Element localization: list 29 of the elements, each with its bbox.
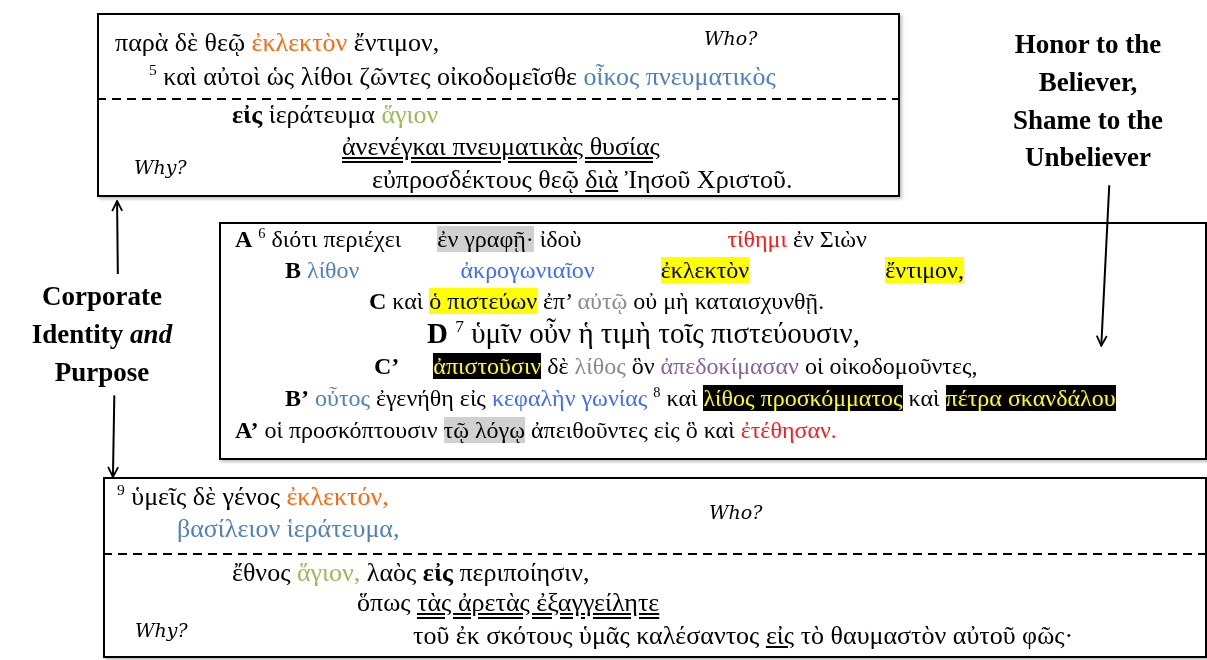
theme-heading: Honor to the Believer, Shame to the Unbeliever [1012,28,1164,175]
chiasm-line: B λίθον ἀκρογωνιαῖον ἐκλεκτὸν ἔντιμον, [285,256,964,285]
chiasm-panel [219,222,1207,460]
verse-line: τοῦ ἐκ σκότους ὑμᾶς καλέσαντος εἰς τὸ θαυμαστὸν αὐτοῦ φῶς· [413,620,1074,652]
verse-line: ἀνενέγκαι πνευματικὰς θυσίας [342,131,660,163]
question-label: Why? [134,156,187,179]
passage-panel [103,477,1207,658]
question-label: Why? [135,619,188,642]
chiasm-line: B’ οὗτος ἐγενήθη εἰς κεφαλὴν γωνίας $^{8}$ καὶ λίθος προσκόμματος καὶ πέτρα σκανδάλου [285,384,1116,413]
verse-line: παρὰ δὲ θεῷ ἐκλεκτὸν ἔντιμον, [115,27,440,59]
chiasm-line: A $^{6}$ διότι περιέχει ἐν γραφῇ· ἰδοὺ τίθημι ἐν Σιὼν [235,225,867,254]
arrow [1095,184,1111,347]
question-label: Who? [704,27,758,50]
arrow [111,200,124,275]
verse-line: βασίλειον ἱεράτευμα, [177,513,400,545]
chiasm-line: C’ ἀπιστοῦσιν δὲ λίθος ὃν ἀπεδοκίμασαν οἱ οἰκοδομοῦντες, [374,352,978,381]
theme-heading: Corporate Identity and Purpose [30,280,174,389]
passage-panel [97,13,900,197]
chiasm-line: C καὶ ὁ πιστεύων ἐπ’ αὐτῷ οὐ μὴ καταισχυνθῇ. [369,287,825,316]
chiasm-line: D $^{7}$ ὑμῖν οὖν ἡ τιμὴ τοῖς πιστεύουσιν, [427,316,860,351]
verse-line: ἔθνος ἅγιον, λαὸς εἰς περιποίησιν, [232,557,590,589]
verse-line: $^{9}$ ὑμεῖς δὲ γένος ἐκλεκτόν, [117,481,389,513]
verse-line: $^{5}$ καὶ αὐτοὶ ὡς λίθοι ζῶντες οἰκοδομεῖσθε οἶκος πνευματικὸς [149,61,776,93]
verse-line: εἰς ἱεράτευμα ἅγιον [232,99,439,131]
question-label: Who? [709,501,763,524]
verse-line: εὐπροσδέκτους θεῷ διὰ Ἰησοῦ Χριστοῦ. [372,164,793,196]
chiasm-line: A’ οἱ προσκόπτουσιν τῷ λόγῳ ἀπειθοῦντες εἰς ὃ καὶ ἐτέθησαν. [235,416,837,445]
verse-line: ὅπως τὰς ἀρετὰς ἐξαγγείλητε [357,587,660,619]
arrow [107,394,119,478]
